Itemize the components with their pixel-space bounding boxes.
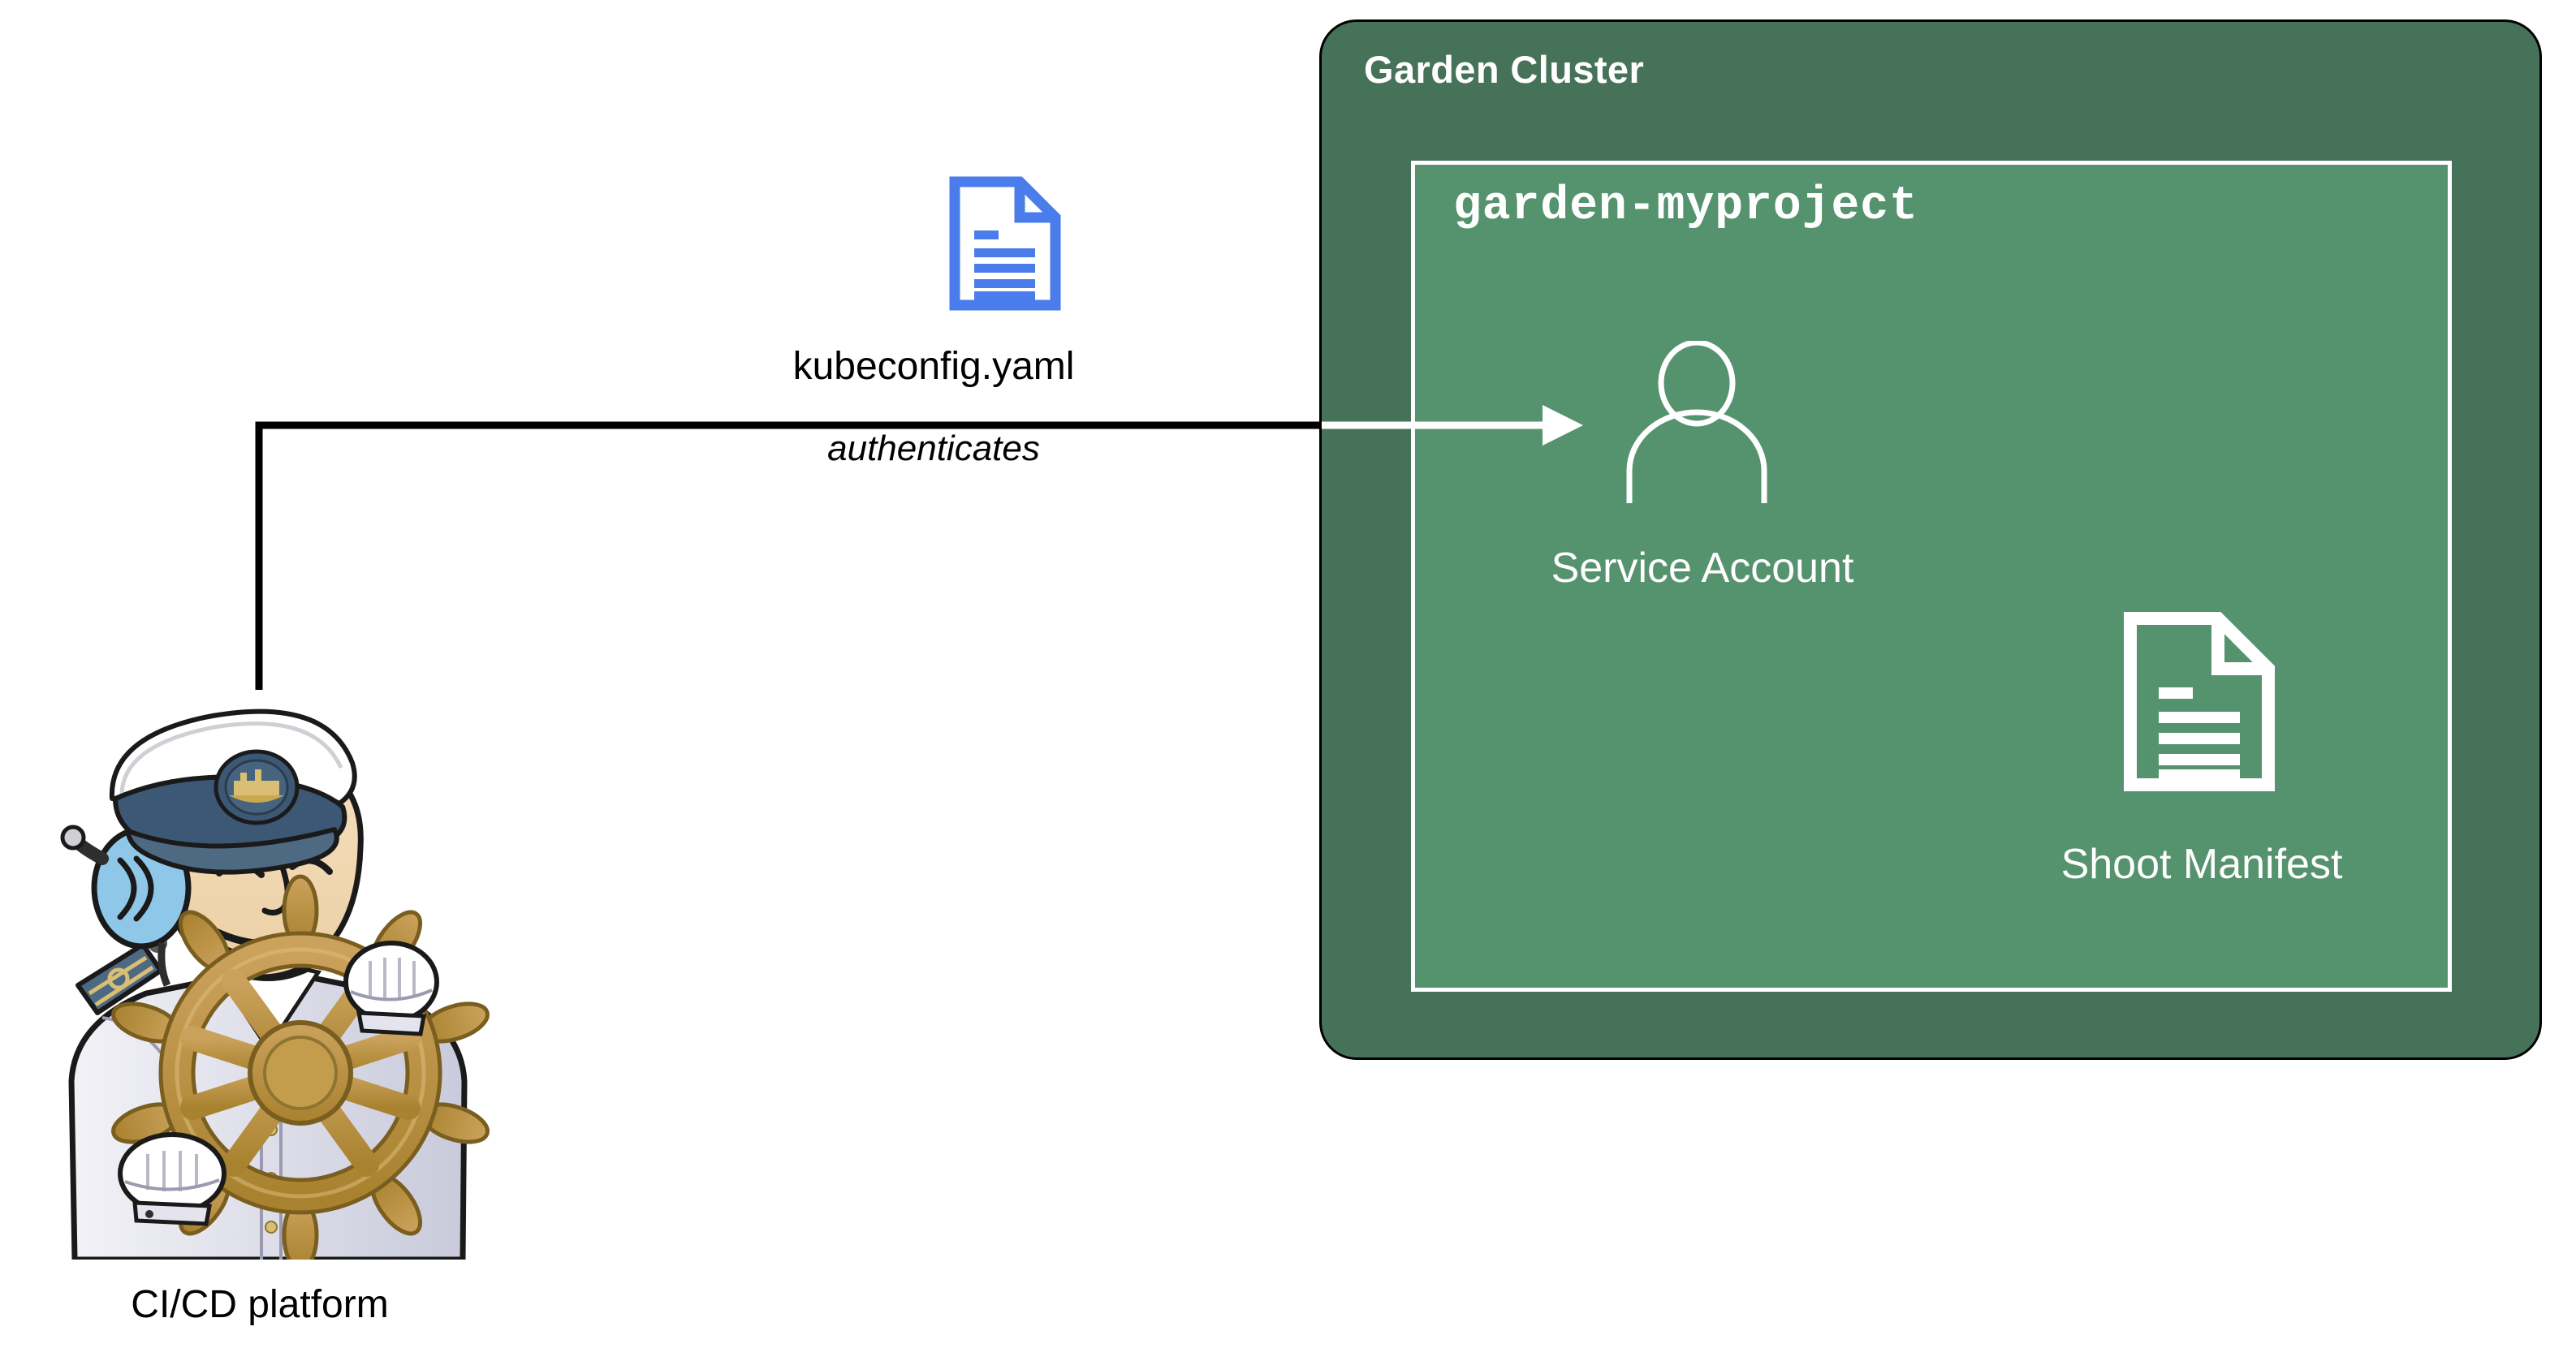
- user-icon: [1612, 339, 1782, 503]
- cicd-platform-label: CI/CD platform: [131, 1283, 389, 1326]
- kubeconfig-label: kubeconfig.yaml: [792, 345, 1075, 388]
- garden-cluster-title: Garden Cluster: [1364, 48, 1645, 91]
- edge-label-authenticates: authenticates: [827, 429, 1040, 468]
- document-icon: [2122, 610, 2276, 793]
- namespace-name-label: garden-myproject: [1453, 180, 1918, 233]
- namespace-box: [1411, 161, 2452, 992]
- document-icon: [948, 175, 1062, 312]
- shoot-manifest-label: Shoot Manifest: [2060, 841, 2343, 888]
- service-account-label: Service Account: [1551, 545, 1854, 592]
- captain-helmsman-icon: [24, 700, 528, 1272]
